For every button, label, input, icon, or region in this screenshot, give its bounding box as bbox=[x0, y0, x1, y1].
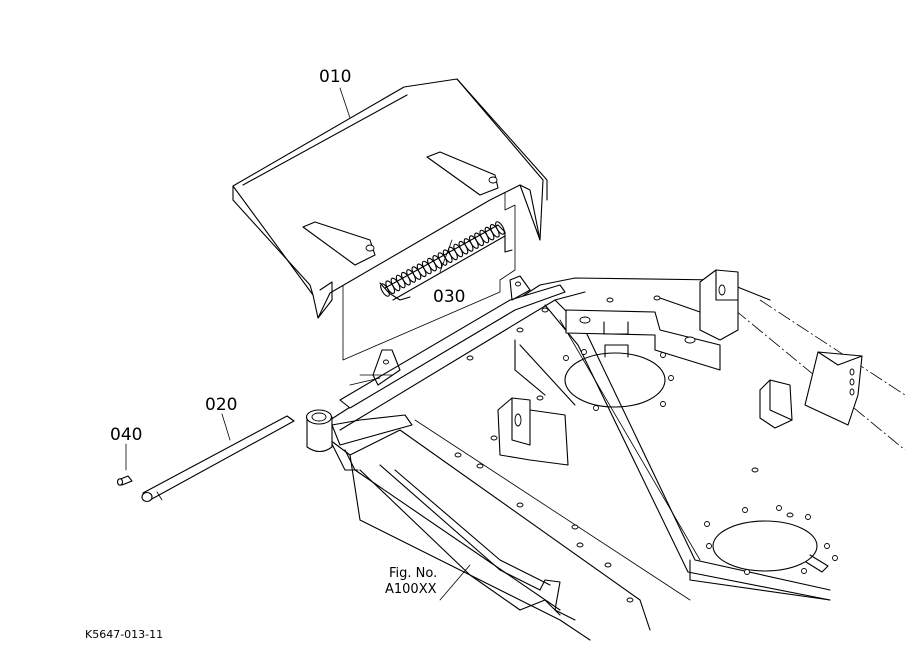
part-040-pin bbox=[116, 475, 133, 486]
callout-010: 010 bbox=[319, 67, 351, 87]
middle-bracket bbox=[497, 339, 576, 466]
hinge-rail bbox=[339, 275, 566, 409]
deck-holes bbox=[454, 295, 794, 603]
spring-coil bbox=[479, 229, 490, 244]
pivot-tube bbox=[305, 409, 413, 453]
deck-frame bbox=[305, 269, 906, 641]
callout-040: 040 bbox=[110, 425, 142, 445]
callout-020: 020 bbox=[205, 395, 237, 415]
spindle-opening-left bbox=[563, 344, 674, 411]
callout-030: 030 bbox=[433, 287, 465, 307]
part-010-discharge-cover bbox=[232, 78, 548, 319]
figure-reference-label: Fig. No. bbox=[389, 566, 437, 581]
spindle-opening-right bbox=[704, 505, 838, 575]
spring-coil bbox=[474, 232, 485, 247]
spring-coil bbox=[484, 226, 495, 241]
leader-lines bbox=[125, 87, 471, 601]
diagram-code: K5647-013-11 bbox=[85, 628, 163, 641]
side-brackets bbox=[759, 351, 863, 429]
figure-reference-number: A100XX bbox=[385, 582, 437, 597]
upper-bracket bbox=[565, 269, 739, 371]
part-020-hinge-rod bbox=[141, 415, 295, 503]
spring-coil bbox=[380, 283, 390, 297]
spring-coil bbox=[468, 235, 479, 249]
spring-coil bbox=[495, 221, 505, 235]
